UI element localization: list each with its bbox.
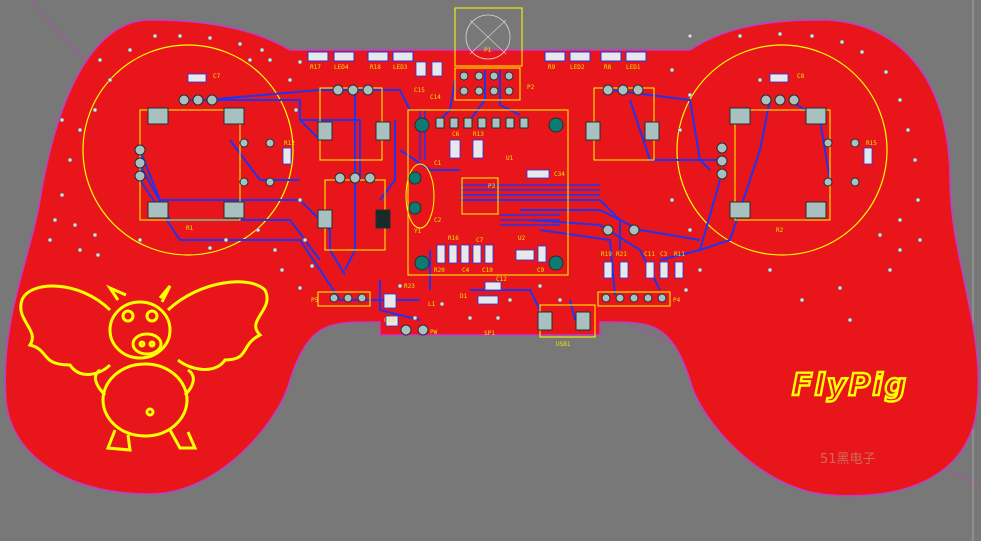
refdes-c4: C4 [462, 267, 470, 274]
refdes-r19: R19 [601, 251, 612, 258]
bottom-layer-bus [419, 110, 600, 226]
refdes-r20: R20 [434, 267, 445, 274]
refdes-r11: R11 [674, 251, 685, 258]
refdes-c10: C10 [482, 267, 493, 274]
refdes-r17: R17 [310, 64, 321, 71]
refdes-r9: R9 [548, 64, 556, 71]
refdes-r13: R13 [473, 131, 484, 138]
refdes-led2: LED2 [570, 64, 585, 71]
refdes-c6: C6 [452, 131, 460, 138]
refdes-y1: Y1 [414, 228, 422, 235]
vias [47, 31, 923, 323]
refdes-c1: C1 [434, 160, 442, 167]
bottom-layer-traces [139, 70, 831, 321]
joystick-right-outline [676, 44, 888, 256]
refdes-r16: R16 [448, 235, 459, 242]
joystick-left-outline [82, 44, 294, 256]
refdes-c9: C9 [537, 267, 545, 274]
refdes-sp1: SP1 [484, 330, 495, 337]
refdes-r18: R18 [370, 64, 381, 71]
refdes-p1: P1 [484, 47, 492, 54]
refdes-p3: P3 [488, 183, 496, 190]
refdes-r1: R1 [186, 225, 194, 232]
refdes-labels: R17 LED4 R18 LED3 R9 LED2 R8 LED1 C15 C1… [186, 47, 877, 348]
refdes-pw: PW [430, 329, 438, 336]
refdes-c34: C34 [554, 171, 565, 178]
refdes-u2: U2 [518, 235, 526, 242]
refdes-led1: LED1 [626, 64, 641, 71]
refdes-d1: D1 [460, 293, 468, 300]
refdes-c7: C7 [213, 73, 221, 80]
refdes-c13: C13 [384, 317, 395, 324]
buzzer-outline [465, 14, 511, 60]
refdes-c11: C11 [644, 251, 655, 258]
pin-rows [134, 71, 860, 336]
led-footprints [307, 51, 647, 62]
pig-mascot-logo [19, 280, 269, 452]
refdes-l1: L1 [428, 301, 436, 308]
refdes-usb1: USB1 [556, 341, 571, 348]
refdes-led4: LED4 [334, 64, 349, 71]
refdes-p4: P4 [673, 297, 681, 304]
refdes-c12: C12 [496, 276, 507, 283]
refdes-r21: R21 [616, 251, 627, 258]
teal-pads [408, 117, 564, 271]
refdes-led3: LED3 [393, 64, 408, 71]
refdes-c14: C14 [430, 94, 441, 101]
refdes-c15: C15 [414, 87, 425, 94]
refdes-r12: R12 [284, 140, 295, 147]
refdes-r8: R8 [604, 64, 612, 71]
switch-pads [147, 107, 827, 331]
smd-parts [187, 61, 873, 327]
refdes-r15: R15 [866, 140, 877, 147]
refdes-c3: C3 [660, 251, 668, 258]
refdes-p2: P2 [527, 84, 535, 91]
refdes-u1: U1 [506, 155, 514, 162]
refdes-r2: R2 [776, 227, 784, 234]
refdes-p5: P5 [311, 297, 319, 304]
refdes-r23: R23 [404, 283, 415, 290]
brand-logo-text: FlyPig [792, 368, 908, 403]
buzzer-cross-b [469, 19, 507, 55]
refdes-c7b: C7 [476, 237, 484, 244]
watermark-text: 51黑电子 [820, 452, 876, 467]
refdes-c2: C2 [434, 217, 442, 224]
refdes-c8: C8 [797, 73, 805, 80]
